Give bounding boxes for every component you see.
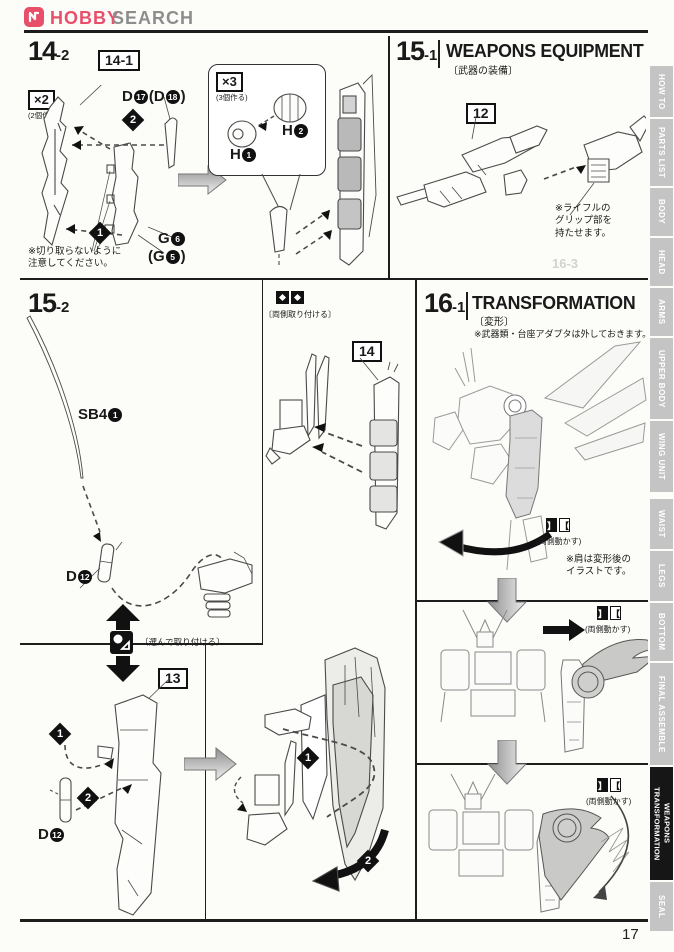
move-both-sides-label: (両側動かす) — [585, 625, 631, 634]
choose-one-icon — [110, 631, 133, 654]
divider-15-2-inner-top — [262, 280, 264, 643]
divider-15-16 — [415, 280, 417, 919]
section-16-1-title: TRANSFORMATION — [472, 292, 636, 313]
move-both-sides-icon: 】【 — [597, 778, 621, 792]
section-16-1-subtitle: 〔変形〕 — [474, 317, 514, 328]
transformation-note: ※武器類・台座アダプタは外しておきます。 — [474, 329, 652, 339]
drawing-shield-assembly — [205, 645, 415, 918]
drawing-h-parts — [200, 58, 385, 273]
divider-16-panel2 — [416, 763, 648, 765]
ref-box-14-1: 14-1 — [98, 50, 141, 71]
drawing-rifle-equip — [392, 95, 646, 260]
flow-arrow-right-icon — [184, 746, 238, 782]
sidebar-tab-weapons-transformation: WEAPONS TRANSFORMATION — [650, 767, 673, 880]
ref-box-14: 14 — [352, 341, 382, 362]
quantity-box-x3: ×3 (3個作る) — [216, 72, 248, 102]
header-separator — [466, 292, 468, 320]
quantity-box-x2: ×2 (2個作る) — [28, 90, 60, 120]
sidebar-tab-arms: ARMS — [650, 288, 673, 336]
divider-15-2-inner-bottom — [205, 643, 207, 919]
choose-attach-label: 〔選んで取り付ける〕 — [140, 637, 225, 647]
drawing-transform-step3 — [415, 766, 648, 918]
drawing-transform-step1 — [415, 338, 648, 598]
section-15-1-header: 15-1 — [396, 36, 438, 66]
drawing-pod-attach — [262, 330, 415, 640]
section-14-2-header: 14-2 — [28, 36, 69, 67]
section-suffix: -2 — [56, 47, 70, 64]
shoulder-note: ※肩は変形後の イラストです。 — [566, 554, 632, 578]
move-both-sides-label: (両側動かす) — [536, 537, 582, 546]
drawing-transform-step2 — [415, 602, 648, 760]
header-separator — [438, 40, 440, 68]
drawing-14-2-parts — [22, 85, 197, 270]
sidebar-tab-how-to: HOW TO — [650, 66, 673, 117]
attach-both-sides-icon — [276, 291, 304, 304]
divider-16-panel1 — [416, 600, 648, 602]
down-arrow-icon — [106, 656, 140, 682]
sidebar-tab-upper-body: UPPER BODY — [650, 338, 673, 419]
divider-15-2-horizontal — [20, 643, 263, 645]
section-number: 14 — [28, 36, 57, 66]
footer-rule — [20, 919, 648, 922]
sidebar-tab-final-assemble: FINAL ASSEMBLE — [650, 663, 673, 765]
rifle-grip-note: ※ライフルの グリップ部を 持たせます。 — [555, 203, 613, 239]
hobby-search-logo-icon — [24, 7, 44, 27]
header-rule — [24, 30, 648, 33]
flow-arrow-down-icon — [486, 578, 528, 624]
divider-top-bottom — [20, 278, 648, 280]
page-number: 17 — [622, 926, 639, 943]
section-16-1-header: 16-1 — [424, 288, 466, 318]
sidebar-tab-waist: WAIST — [650, 499, 673, 549]
ref-box-12: 12 — [466, 103, 496, 124]
sidebar-tab-legs: LEGS — [650, 551, 673, 601]
ref-box-13: 13 — [158, 668, 188, 689]
sidebar-tab-parts-list: PARTS LIST — [650, 119, 673, 186]
quantity-note: (2個作る) — [28, 111, 60, 120]
up-arrow-icon — [106, 604, 140, 630]
drawing-shield-frame-13 — [20, 650, 205, 918]
section-15-2-header: 15-2 — [28, 288, 70, 318]
sidebar-tab-seal: SEAL — [650, 882, 673, 931]
sidebar-tab-bottom: BOTTOM — [650, 603, 673, 661]
bleed-through-text: 16-3 — [552, 256, 579, 271]
move-both-sides-icon: 】【 — [546, 518, 570, 532]
quantity-note: (3個作る) — [216, 93, 248, 102]
move-both-sides-icon: 】【 — [597, 606, 621, 620]
logo-text-hobby: HOBBY — [50, 8, 121, 28]
sidebar-tab-head: HEAD — [650, 238, 673, 286]
divider-14-15 — [388, 36, 390, 278]
flow-arrow-down-icon — [486, 740, 528, 786]
drawing-antenna-whip — [20, 300, 262, 640]
move-both-sides-label: (両側動かす) — [586, 797, 632, 806]
sidebar-tab-wing-unit: WING UNIT — [650, 421, 673, 492]
section-15-1-subtitle: 〔武器の装備〕 — [448, 66, 518, 77]
section-15-1-title: WEAPONS EQUIPMENT — [446, 40, 644, 61]
logo-text-search: SEARCH — [112, 8, 195, 28]
attach-both-sides-label: 〔両側取り付ける〕 — [264, 310, 336, 319]
sidebar-tab-body: BODY — [650, 188, 673, 236]
caution-note-14-2: ※切り取らないように 注意してください。 — [28, 246, 122, 270]
